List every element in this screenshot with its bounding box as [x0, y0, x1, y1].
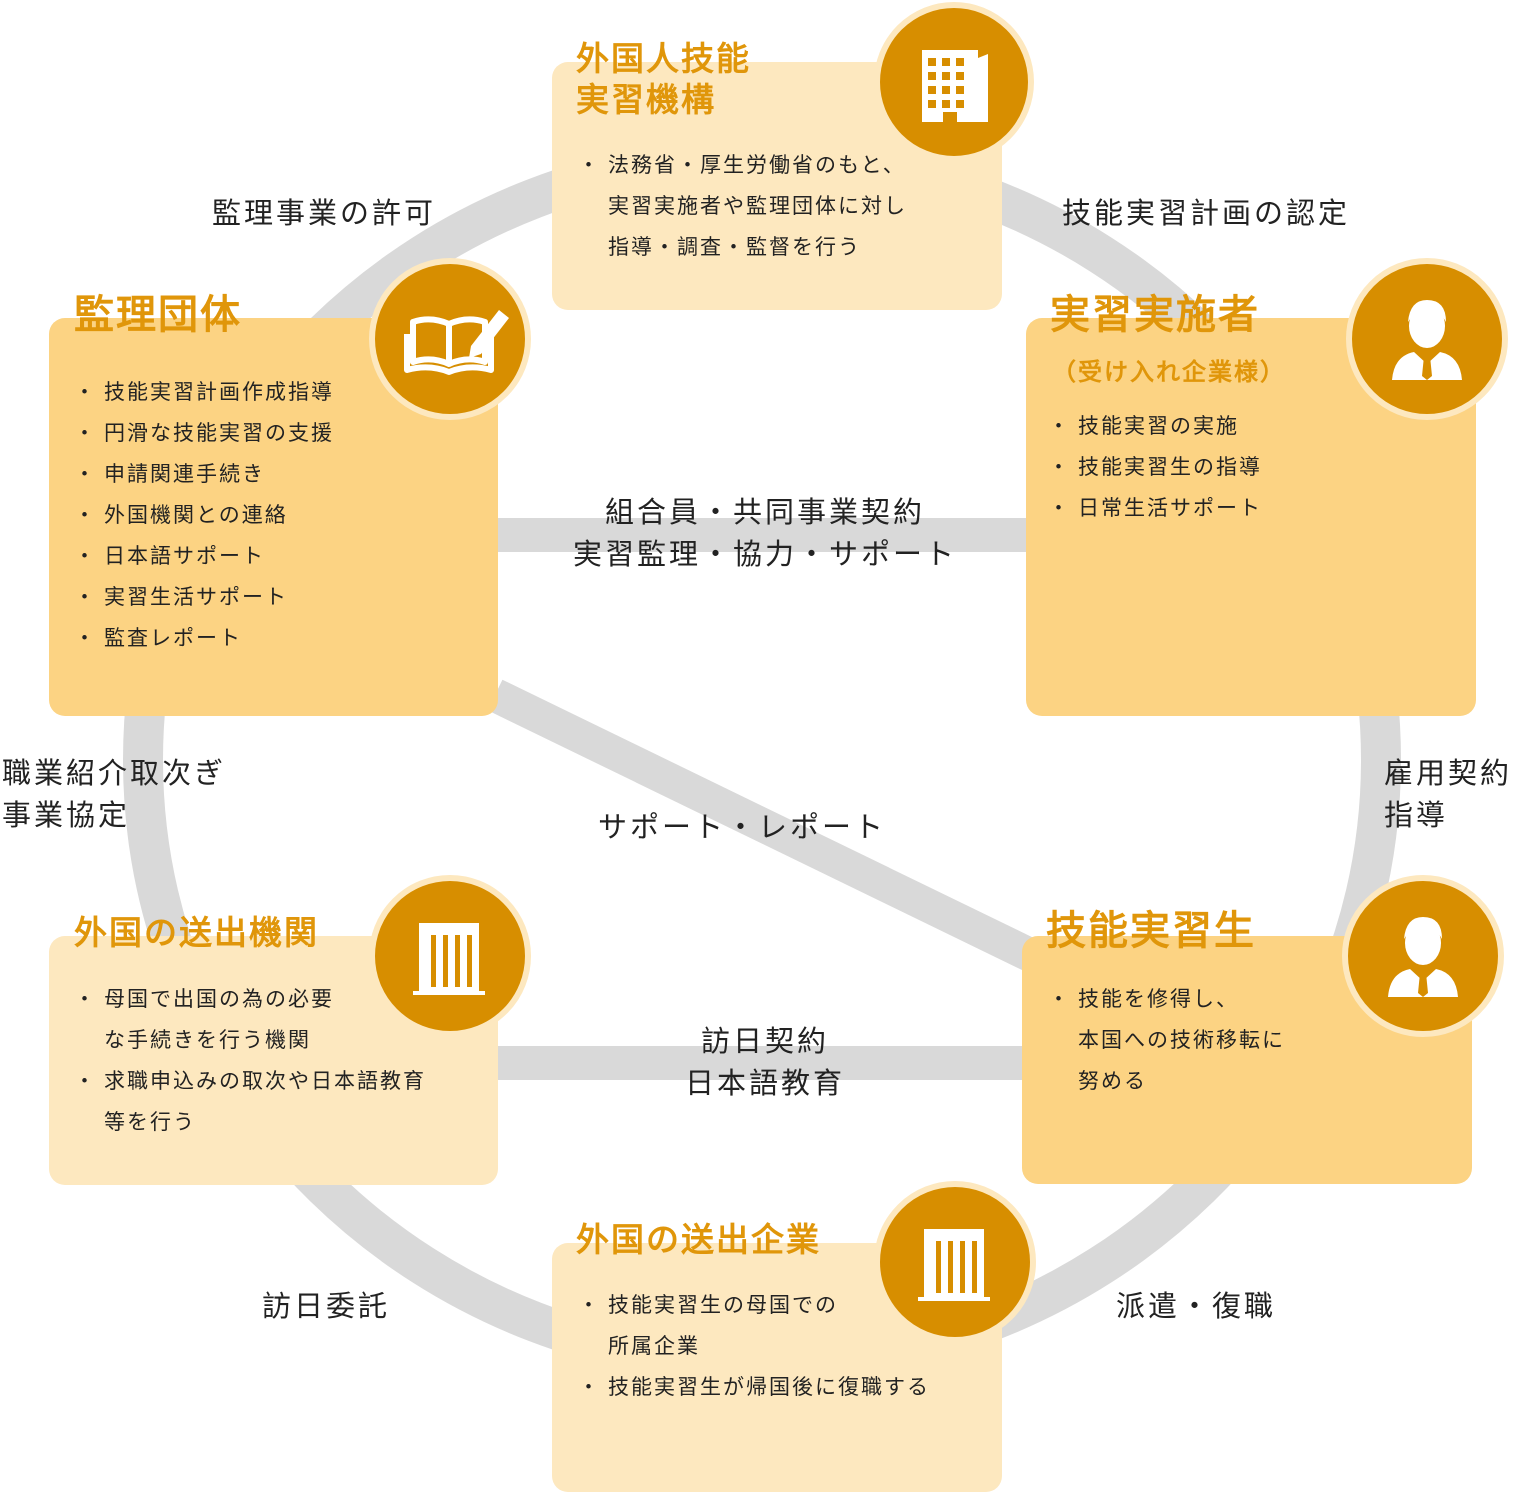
kanri-seito-connector — [487, 679, 1038, 971]
edge-label-kumiai: 組合員・共同事業契約 実習監理・協力・サポート — [572, 495, 957, 571]
edge-label-honichi-keiyaku: 訪日契約 日本語教育 — [684, 1024, 845, 1100]
list-item: 技能実習生が帰国後に復職する — [578, 1367, 930, 1408]
kanri-icon-circle — [369, 258, 531, 420]
businessman-icon — [1392, 300, 1462, 380]
okuridashi-title: 外国の送出機関 — [74, 913, 319, 952]
edge-label-nintei: 技能実習計画の認定 — [1062, 196, 1351, 230]
list-item: 実習生活サポート — [74, 577, 334, 618]
jisshi-icon-circle — [1346, 258, 1508, 420]
jisshi-items: 技能実習の実施 技能実習生の指導 日常生活サポート — [1048, 406, 1262, 529]
list-item: 母国で出国の為の必要 な手続きを行う機関 — [74, 979, 426, 1061]
edge-label-koyo: 雇用契約 指導 — [1384, 756, 1513, 832]
kikou-icon-circle — [874, 2, 1034, 162]
seito-items: 技能を修得し、 本国への技術移転に 努める — [1048, 979, 1285, 1102]
edge-label-itaku: 訪日委託 — [262, 1289, 391, 1323]
edge-label-haken: 派遣・復職 — [1116, 1289, 1277, 1323]
kanri-items: 技能実習計画作成指導 円滑な技能実習の支援 申請関連手続き 外国機関との連絡 日… — [74, 372, 334, 659]
edge-label-support: サポート・レポート — [598, 810, 887, 844]
edge-label-kyoka: 監理事業の許可 — [212, 196, 437, 230]
kanri-title: 監理団体 — [74, 292, 242, 338]
list-item: 技能実習生の指導 — [1048, 447, 1262, 488]
list-item: 技能実習の実施 — [1048, 406, 1262, 447]
list-item: 監査レポート — [74, 618, 334, 659]
list-item: 日本語サポート — [74, 536, 334, 577]
edge-label-shokugyo: 職業紹介取次ぎ 事業協定 — [2, 756, 227, 832]
list-item: 申請関連手続き — [74, 454, 334, 495]
okuridashi-items: 母国で出国の為の必要 な手続きを行う機関 求職申込みの取次や日本語教育 等を行う — [74, 979, 426, 1143]
kikou-title: 外国人技能 実習機構 — [576, 39, 751, 120]
seito-icon-circle — [1342, 875, 1504, 1037]
list-item: 外国機関との連絡 — [74, 495, 334, 536]
list-item: 技能を修得し、 本国への技術移転に 努める — [1048, 979, 1285, 1102]
list-item: 求職申込みの取次や日本語教育 等を行う — [74, 1061, 426, 1143]
company-building-icon — [918, 1229, 990, 1301]
list-item: 円滑な技能実習の支援 — [74, 413, 334, 454]
okuridashi-icon-circle — [369, 875, 531, 1037]
kigyou-title: 外国の送出企業 — [576, 1220, 821, 1259]
kigyou-items: 技能実習生の母国での 所属企業 技能実習生が帰国後に復職する — [578, 1285, 930, 1408]
list-item: 技能実習計画作成指導 — [74, 372, 334, 413]
building-icon — [413, 923, 485, 995]
list-item: 日常生活サポート — [1048, 488, 1262, 529]
office-building-icon — [922, 50, 988, 122]
open-book-pencil-icon — [404, 310, 509, 375]
jisshi-title: 実習実施者 — [1050, 292, 1260, 338]
trainee-person-icon — [1388, 917, 1458, 997]
list-item: 技能実習生の母国での 所属企業 — [578, 1285, 930, 1367]
jisshi-subtitle: （受け入れ企業様） — [1052, 358, 1286, 386]
kigyou-icon-circle — [874, 1181, 1036, 1343]
seito-title: 技能実習生 — [1046, 908, 1256, 954]
kikou-items: 法務省・厚生労働省のもと、 実習実施者や監理団体に対し 指導・調査・監督を行う — [578, 145, 907, 268]
list-item: 法務省・厚生労働省のもと、 実習実施者や監理団体に対し 指導・調査・監督を行う — [578, 145, 907, 268]
